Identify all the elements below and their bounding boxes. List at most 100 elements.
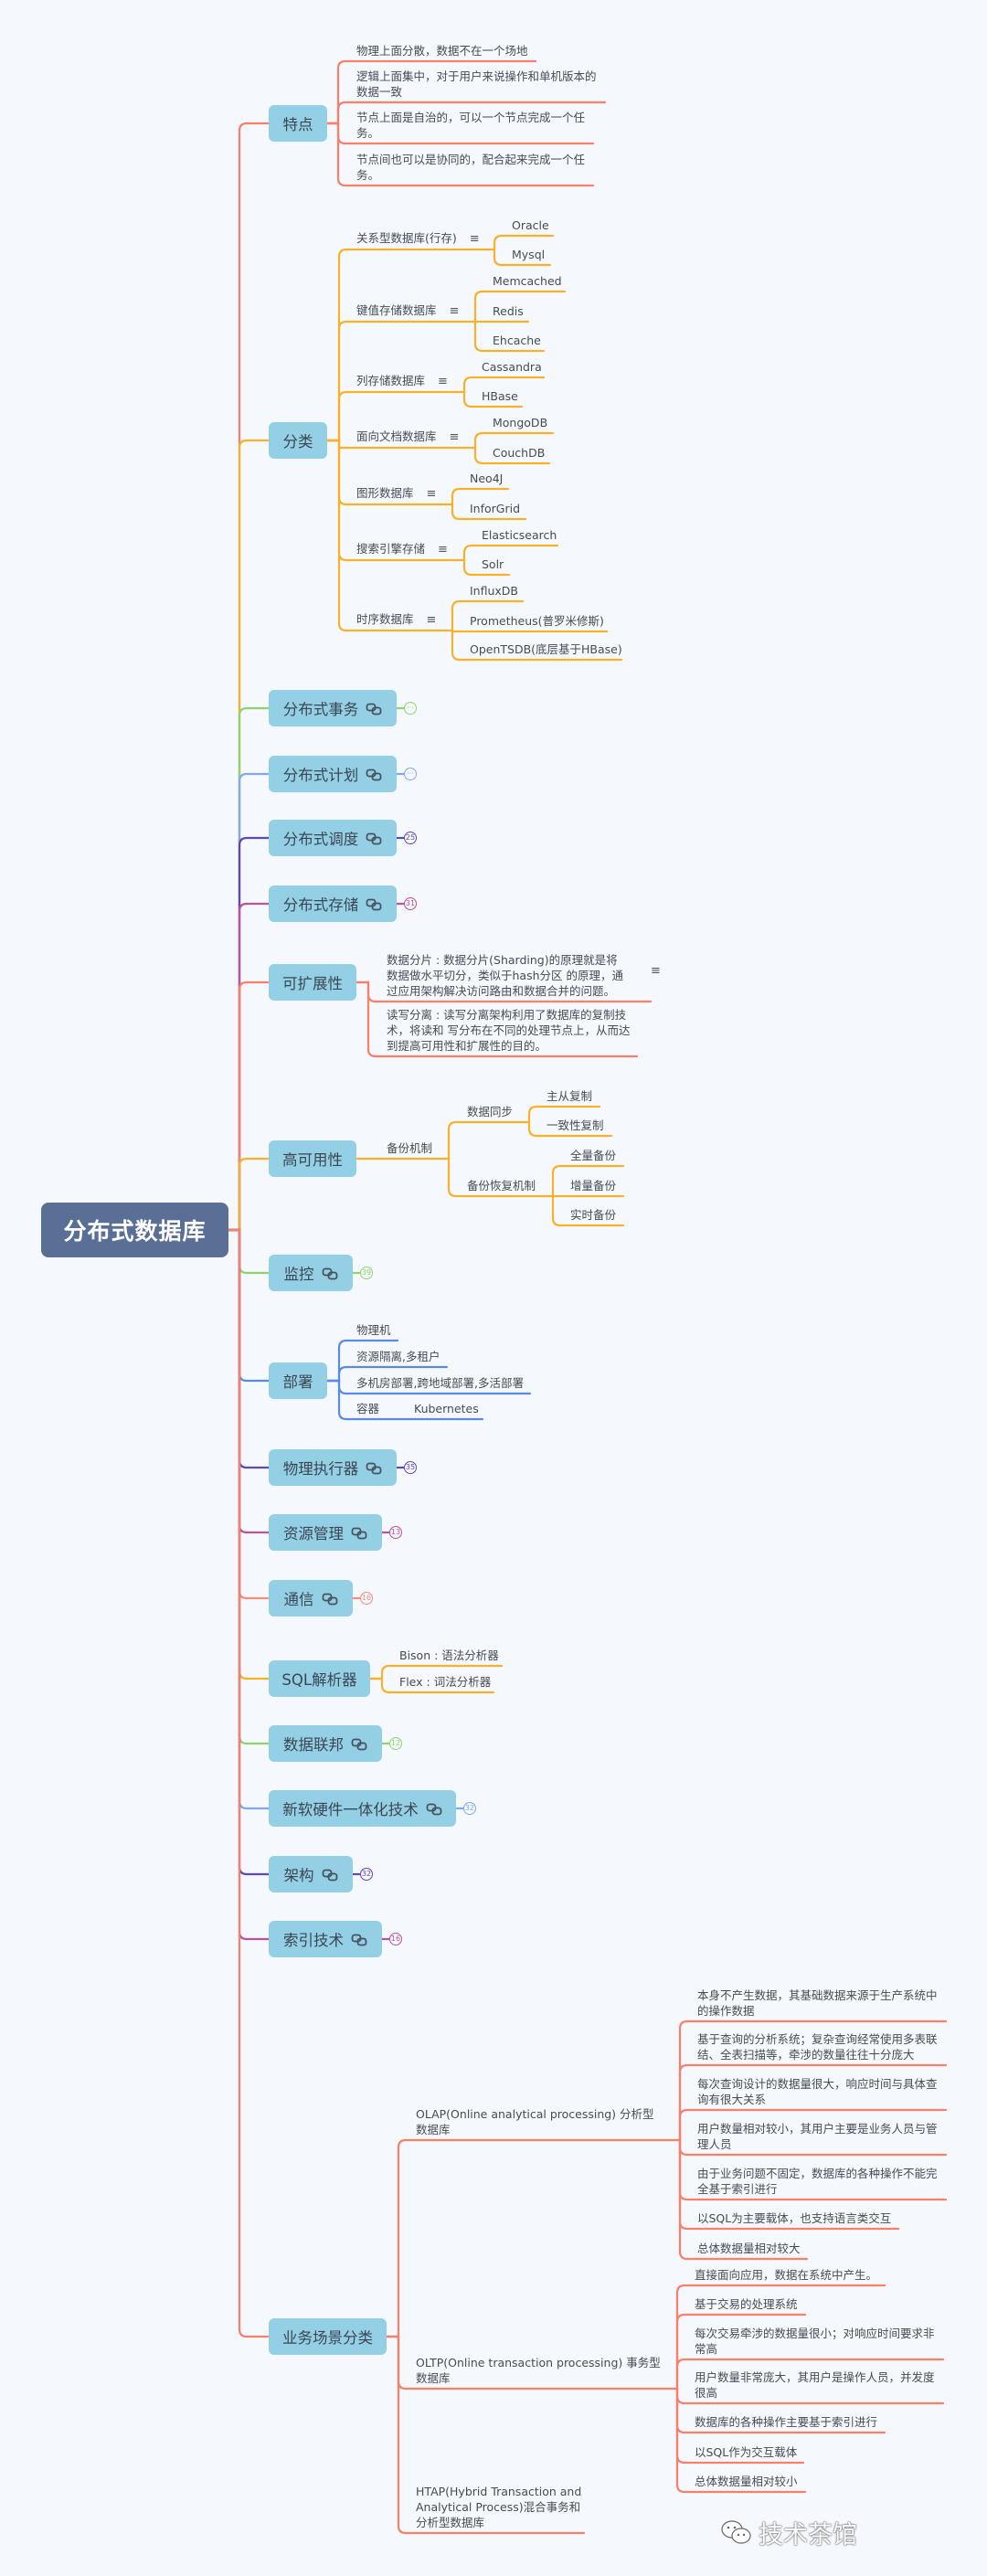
topic-item[interactable]: 资源隔离,多租户 — [356, 1349, 440, 1364]
link-icon[interactable] — [366, 768, 382, 781]
collapsed-count-badge[interactable]: ··· — [404, 702, 417, 715]
main-topic[interactable]: 资源管理 — [269, 1514, 382, 1551]
topic-item[interactable]: 搜索引擎存储≡ — [356, 541, 448, 557]
main-topic[interactable]: 分布式存储 — [269, 885, 397, 922]
link-icon[interactable] — [366, 1461, 382, 1475]
collapsed-count-badge[interactable]: 12 — [389, 1737, 402, 1750]
link-icon[interactable] — [322, 1267, 338, 1280]
topic-item[interactable]: Mysql — [512, 247, 545, 262]
topic-item[interactable]: HTAP(Hybrid Transaction and Analytical P… — [416, 2484, 584, 2530]
collapsed-count-badge[interactable]: 16 — [389, 1933, 402, 1945]
topic-item[interactable]: Neo4J — [470, 471, 503, 486]
main-topic[interactable]: 分类 — [269, 422, 327, 459]
topic-item[interactable]: 列存储数据库≡ — [356, 373, 448, 389]
main-topic[interactable]: 分布式事务 — [269, 690, 397, 726]
main-topic[interactable]: 索引技术 — [269, 1921, 382, 1957]
topic-item[interactable]: 用户数量非常庞大，其用户是操作人员，并发度很高 — [695, 2369, 943, 2401]
topic-item[interactable]: Ehcache — [493, 333, 541, 348]
topic-item[interactable]: Flex : 词法分析器 — [399, 1674, 491, 1690]
topic-item[interactable]: InfluxDB — [470, 583, 518, 599]
topic-item[interactable]: 总体数据量相对较大 — [697, 2241, 807, 2256]
notes-icon[interactable]: ≡ — [469, 232, 480, 246]
topic-item[interactable]: 基于交易的处理系统 — [695, 2296, 805, 2312]
topic-item[interactable]: 备份机制 — [387, 1140, 432, 1156]
topic-item[interactable]: 时序数据库≡ — [356, 611, 436, 628]
topic-item[interactable]: Solr — [482, 557, 504, 572]
collapsed-count-badge[interactable]: 39 — [360, 1267, 373, 1279]
link-icon[interactable] — [351, 1737, 367, 1751]
topic-item[interactable]: 增量备份 — [570, 1178, 616, 1193]
link-icon[interactable] — [426, 1802, 442, 1816]
topic-item[interactable]: 主从复制 — [547, 1088, 592, 1104]
topic-item[interactable]: 本身不产生数据，其基础数据来源于生产系统中的操作数据 — [697, 1988, 946, 2019]
collapsed-count-badge[interactable]: 31 — [404, 897, 417, 910]
notes-icon[interactable]: ≡ — [438, 375, 448, 388]
topic-item[interactable]: 以SQL为主要载体，也支持语言类交互 — [697, 2210, 898, 2226]
main-topic[interactable]: 高可用性 — [269, 1140, 356, 1177]
topic-item[interactable]: 直接面向应用，数据在系统中产生。 — [695, 2267, 885, 2283]
topic-item[interactable]: Cassandra — [482, 359, 542, 375]
topic-item[interactable]: OLTP(Online transaction processing) 事务型数… — [416, 2355, 663, 2386]
topic-item[interactable]: 读写分离 : 读写分离架构利用了数据库的复制技术，将读和 写分布在不同的处理节点… — [387, 1007, 631, 1054]
main-topic[interactable]: SQL解析器 — [269, 1660, 370, 1697]
link-icon[interactable] — [366, 702, 382, 716]
main-topic[interactable]: 架构 — [269, 1856, 353, 1892]
notes-icon[interactable]: ≡ — [438, 543, 448, 557]
main-topic[interactable]: 新软硬件一体化技术 — [269, 1790, 456, 1827]
link-icon[interactable] — [351, 1933, 367, 1946]
topic-item[interactable]: 每次交易牵涉的数据量很小；对响应时间要求非常高 — [695, 2326, 943, 2357]
topic-item[interactable]: HBase — [482, 388, 518, 404]
topic-item[interactable]: InforGrid — [470, 501, 520, 516]
root-topic[interactable]: 分布式数据库 — [41, 1203, 228, 1257]
collapsed-count-badge[interactable]: 16 — [360, 1592, 373, 1605]
topic-item[interactable]: MongoDB — [493, 415, 547, 430]
link-icon[interactable] — [366, 897, 382, 911]
main-topic[interactable]: 业务场景分类 — [269, 2318, 387, 2355]
topic-item[interactable]: Redis — [493, 303, 524, 319]
collapsed-count-badge[interactable]: 13 — [389, 1526, 402, 1539]
topic-item[interactable]: 数据库的各种操作主要基于索引进行 — [695, 2414, 885, 2430]
collapsed-count-badge[interactable]: 25 — [404, 832, 417, 844]
notes-icon[interactable]: ≡ — [449, 430, 460, 444]
link-icon[interactable] — [366, 832, 382, 845]
topic-item[interactable]: 物理机 — [356, 1322, 391, 1338]
topic-item[interactable]: 节点上面是自治的，可以一个节点完成一个任务。 — [356, 110, 593, 141]
topic-item[interactable]: 面向文档数据库≡ — [356, 429, 459, 445]
topic-item[interactable]: OpenTSDB(底层基于HBase) — [470, 641, 622, 657]
main-topic[interactable]: 监控 — [269, 1255, 353, 1291]
link-icon[interactable] — [351, 1526, 367, 1540]
topic-item[interactable]: 用户数量相对较小，其用户主要是业务人员与管理人员 — [697, 2121, 946, 2152]
topic-item[interactable]: 数据分片 : 数据分片(Sharding)的原理就是将数据做水平切分，类似于ha… — [387, 952, 661, 999]
topic-item[interactable]: 逻辑上面集中，对于用户来说操作和单机版本的数据一致 — [356, 69, 605, 100]
topic-item[interactable]: 实时备份 — [570, 1207, 616, 1223]
topic-item[interactable]: 关系型数据库(行存)≡ — [356, 230, 480, 247]
topic-item[interactable]: 图形数据库≡ — [356, 485, 436, 502]
topic-item[interactable]: Bison : 语法分析器 — [399, 1648, 499, 1663]
topic-item[interactable]: 备份恢复机制 — [467, 1178, 536, 1193]
topic-item[interactable]: 键值存储数据库≡ — [356, 302, 459, 319]
main-topic[interactable]: 部署 — [269, 1362, 327, 1399]
topic-item[interactable]: 基于查询的分析系统；复杂查询经常使用多表联结、全表扫描等，牵涉的数量往往十分庞大 — [697, 2031, 946, 2062]
topic-item[interactable]: 由于业务问题不固定，数据库的各种操作不能完全基于索引进行 — [697, 2166, 946, 2197]
topic-item[interactable]: 数据同步 — [467, 1104, 513, 1119]
topic-item[interactable]: Oracle — [512, 217, 549, 233]
topic-item[interactable]: Prometheus(普罗米修斯) — [470, 613, 604, 629]
topic-item[interactable]: Elasticsearch — [482, 527, 557, 543]
main-topic[interactable]: 通信 — [269, 1580, 353, 1617]
main-topic[interactable]: 可扩展性 — [269, 964, 356, 1001]
main-topic[interactable]: 物理执行器 — [269, 1449, 397, 1486]
topic-item[interactable]: 容器 — [356, 1401, 379, 1416]
notes-icon[interactable]: ≡ — [426, 613, 437, 627]
link-icon[interactable] — [322, 1592, 338, 1606]
collapsed-count-badge[interactable]: 35 — [404, 1461, 417, 1474]
topic-item[interactable]: OLAP(Online analytical processing) 分析型数据… — [416, 2106, 663, 2137]
main-topic[interactable]: 分布式调度 — [269, 820, 397, 856]
topic-item[interactable]: 总体数据量相对较小 — [695, 2474, 805, 2489]
topic-item[interactable]: 一致性复制 — [547, 1118, 604, 1133]
collapsed-count-badge[interactable]: ··· — [404, 768, 417, 780]
topic-item[interactable]: 节点间也可以是协同的，配合起来完成一个任务。 — [356, 152, 593, 183]
topic-item[interactable]: 每次查询设计的数据量很大，响应时间与具体查询有很大关系 — [697, 2076, 946, 2107]
notes-icon[interactable]: ≡ — [651, 964, 661, 978]
main-topic[interactable]: 数据联邦 — [269, 1725, 382, 1762]
topic-item[interactable]: 全量备份 — [570, 1148, 616, 1163]
